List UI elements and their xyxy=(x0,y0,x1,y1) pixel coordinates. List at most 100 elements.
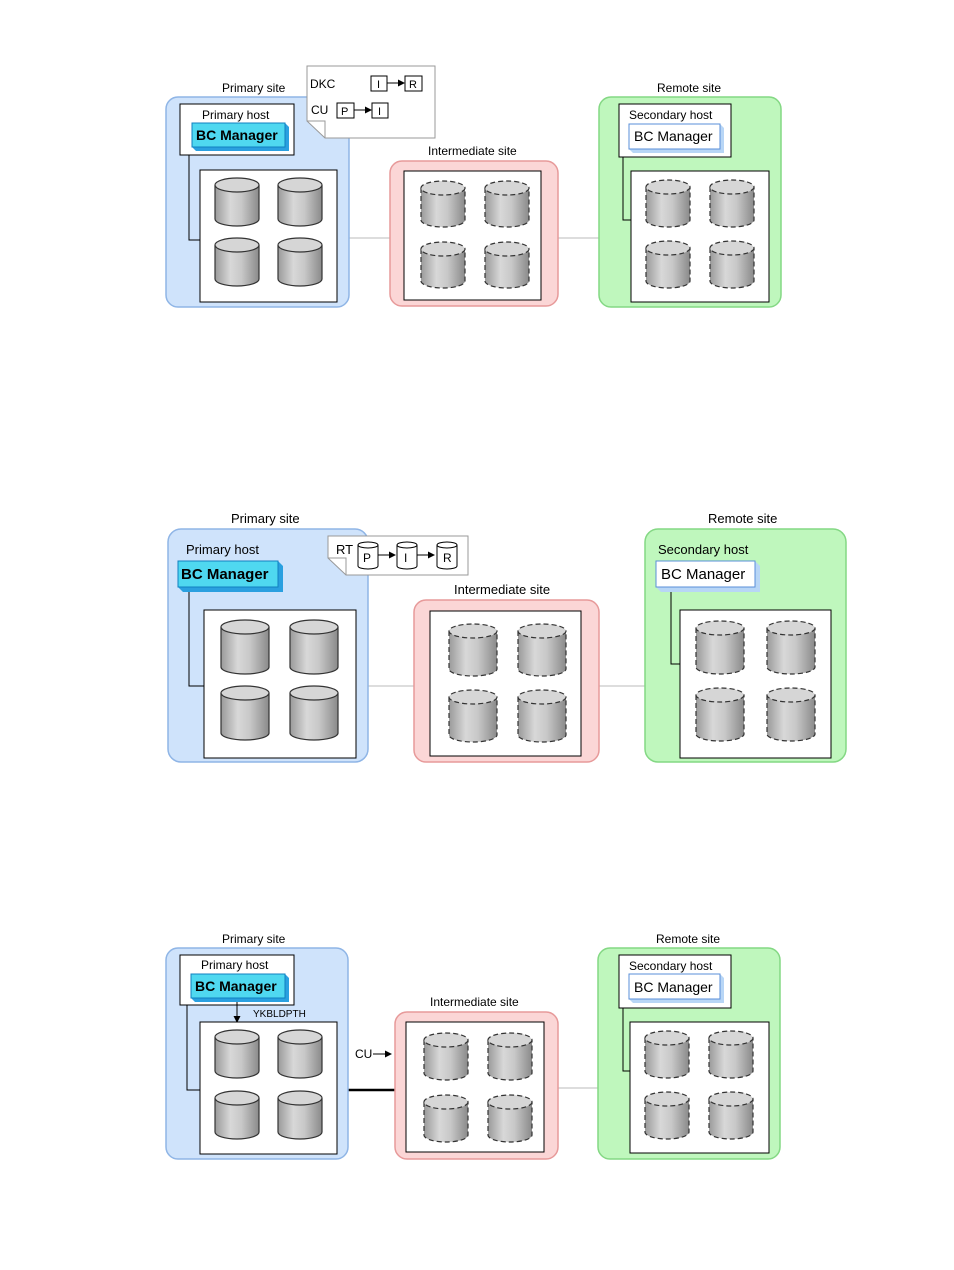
disk-i-icon: I xyxy=(396,541,418,570)
svg-text:I: I xyxy=(404,551,407,565)
volume-disk-icon xyxy=(277,177,323,227)
host-storage-link xyxy=(188,155,201,241)
volume-disk-icon xyxy=(277,1090,323,1140)
bc-manager-active-box: BC Manager xyxy=(190,973,289,1002)
primary-host-label: Primary host xyxy=(186,542,259,557)
cu-label: CU xyxy=(311,103,328,117)
remote-site-label: Remote site xyxy=(708,511,777,526)
host-storage-link xyxy=(670,592,681,665)
host-storage-link xyxy=(622,1008,632,1072)
bc-manager-label: BC Manager xyxy=(634,979,713,995)
volume-disk-icon-dashed xyxy=(645,240,691,289)
volume-disk-icon xyxy=(277,1029,323,1079)
remote-site-label: Remote site xyxy=(656,932,720,946)
bc-manager-active-box: BC Manager xyxy=(177,560,283,592)
volume-disk-icon-dashed xyxy=(448,623,498,677)
host-storage-link xyxy=(622,157,632,221)
cu-label: CU xyxy=(355,1047,372,1061)
remote-site: Remote site Secondary host BC Manager xyxy=(597,932,781,1160)
primary-site: Primary site Primary host BC Manager xyxy=(167,511,369,763)
volume-disk-icon xyxy=(214,177,260,227)
volume-disk-icon-dashed xyxy=(709,179,755,228)
bc-manager-label: BC Manager xyxy=(196,127,278,143)
primary-site: Primary site Primary host BC Manager xyxy=(165,81,350,308)
primary-site-label: Primary site xyxy=(222,932,286,946)
volume-disk-icon-dashed xyxy=(709,240,755,289)
secondary-host-label: Secondary host xyxy=(658,542,749,557)
cu-from-label: P xyxy=(341,106,348,118)
host-storage-link xyxy=(186,1005,201,1091)
primary-host-label: Primary host xyxy=(202,108,270,122)
primary-site-label: Primary site xyxy=(231,511,300,526)
svg-text:R: R xyxy=(443,551,452,565)
volume-group-dashed xyxy=(423,1032,533,1143)
volume-disk-icon-dashed xyxy=(423,1094,469,1143)
volume-group-dashed xyxy=(695,620,816,742)
volume-disk-icon-dashed xyxy=(644,1091,690,1140)
volume-group xyxy=(214,177,323,287)
volume-disk-icon xyxy=(214,237,260,287)
volume-disk-icon-dashed xyxy=(766,687,816,742)
remote-site: Remote site Secondary host BC Manager xyxy=(644,511,847,763)
volume-disk-icon xyxy=(214,1090,260,1140)
bc-manager-label: BC Manager xyxy=(661,566,745,583)
bc-manager-inactive-box: BC Manager xyxy=(628,123,724,153)
volume-disk-icon xyxy=(220,685,270,741)
disk-p-icon: P xyxy=(357,541,379,570)
rt-label: RT xyxy=(336,542,353,557)
copy-note: DKC I R CU P I xyxy=(306,65,436,139)
remote-site-label: Remote site xyxy=(657,81,721,95)
bc-manager-inactive-box: BC Manager xyxy=(655,560,760,592)
diagram-1: Primary site Primary host BC Manager DKC… xyxy=(165,65,782,308)
remote-site: Remote site Secondary host BC Manager xyxy=(598,81,782,308)
command-label: YKBLDPTH xyxy=(253,1009,306,1020)
intermediate-site-label: Intermediate site xyxy=(428,144,517,158)
volume-group-dashed xyxy=(448,623,567,743)
intermediate-site: Intermediate site xyxy=(394,995,559,1160)
volume-disk-icon-dashed xyxy=(645,179,691,228)
bc-manager-label: BC Manager xyxy=(181,566,269,583)
volume-disk-icon xyxy=(289,685,339,741)
primary-site-label: Primary site xyxy=(222,81,286,95)
dkc-to-label: R xyxy=(409,79,417,91)
intermediate-site-label: Intermediate site xyxy=(454,582,550,597)
volume-disk-icon-dashed xyxy=(695,620,745,675)
copy-note: RT P I R xyxy=(327,535,469,576)
volume-disk-icon-dashed xyxy=(517,623,567,677)
bc-manager-inactive-box: BC Manager xyxy=(628,973,724,1003)
volume-group xyxy=(214,1029,323,1140)
volume-group xyxy=(220,619,339,741)
volume-disk-icon xyxy=(214,1029,260,1079)
host-storage-link xyxy=(188,592,205,687)
volume-disk-icon-dashed xyxy=(695,687,745,742)
volume-disk-icon-dashed xyxy=(484,241,530,289)
bc-manager-active-box: BC Manager xyxy=(191,122,289,151)
diagram-3: Primary site Primary host BC Manager YKB… xyxy=(165,932,781,1160)
volume-disk-icon-dashed xyxy=(517,689,567,743)
volume-disk-icon-dashed xyxy=(420,180,466,228)
svg-text:P: P xyxy=(363,551,371,565)
secondary-host-label: Secondary host xyxy=(629,959,713,973)
disk-r-icon: R xyxy=(436,541,458,570)
dkc-label: DKC xyxy=(310,77,336,91)
volume-group-dashed xyxy=(420,180,530,289)
volume-disk-icon xyxy=(289,619,339,675)
cu-indicator: CU xyxy=(355,1047,392,1061)
volume-disk-icon xyxy=(220,619,270,675)
volume-disk-icon-dashed xyxy=(423,1032,469,1081)
bc-manager-label: BC Manager xyxy=(634,128,713,144)
volume-disk-icon-dashed xyxy=(644,1030,690,1079)
primary-host-label: Primary host xyxy=(201,958,269,972)
volume-disk-icon-dashed xyxy=(708,1030,754,1079)
primary-site: Primary site Primary host BC Manager YKB… xyxy=(165,932,349,1160)
volume-disk-icon-dashed xyxy=(487,1032,533,1081)
volume-disk-icon-dashed xyxy=(487,1094,533,1143)
intermediate-site-label: Intermediate site xyxy=(430,995,519,1009)
volume-disk-icon-dashed xyxy=(448,689,498,743)
volume-disk-icon-dashed xyxy=(708,1091,754,1140)
dkc-from-label: I xyxy=(377,79,380,91)
volume-group-dashed xyxy=(645,179,755,289)
bc-manager-label: BC Manager xyxy=(195,978,277,994)
cu-to-label: I xyxy=(378,106,381,118)
